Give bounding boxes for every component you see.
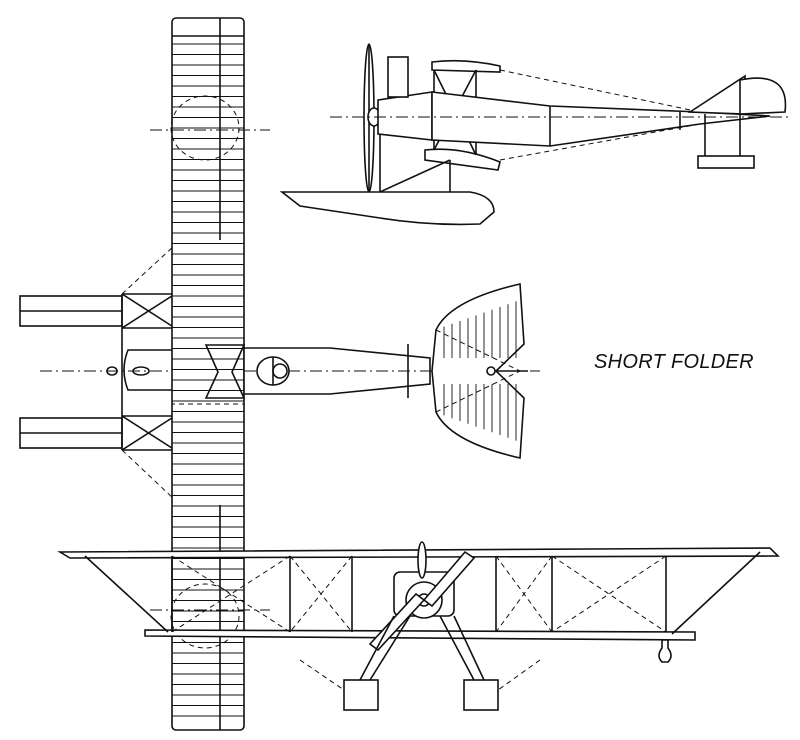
front-floats (299, 615, 541, 711)
plan-tail-ribs (443, 301, 517, 441)
plan-tailplane (431, 283, 528, 459)
side-view (279, 43, 790, 226)
side-fuselage (330, 69, 790, 161)
side-float (279, 134, 495, 226)
plan-wing-ribs (172, 43, 244, 717)
front-lower-wing (144, 629, 696, 641)
plan-nose (40, 349, 176, 391)
plan-fuselage (243, 344, 540, 398)
front-struts (171, 555, 667, 633)
front-wingtip-float (658, 639, 672, 663)
front-view (57, 541, 780, 711)
side-nose (377, 56, 433, 141)
aircraft-title: SHORT FOLDER (594, 351, 754, 373)
plan-floats (19, 295, 123, 449)
plan-float-struts (121, 244, 176, 501)
side-fin-rudder (687, 74, 787, 169)
